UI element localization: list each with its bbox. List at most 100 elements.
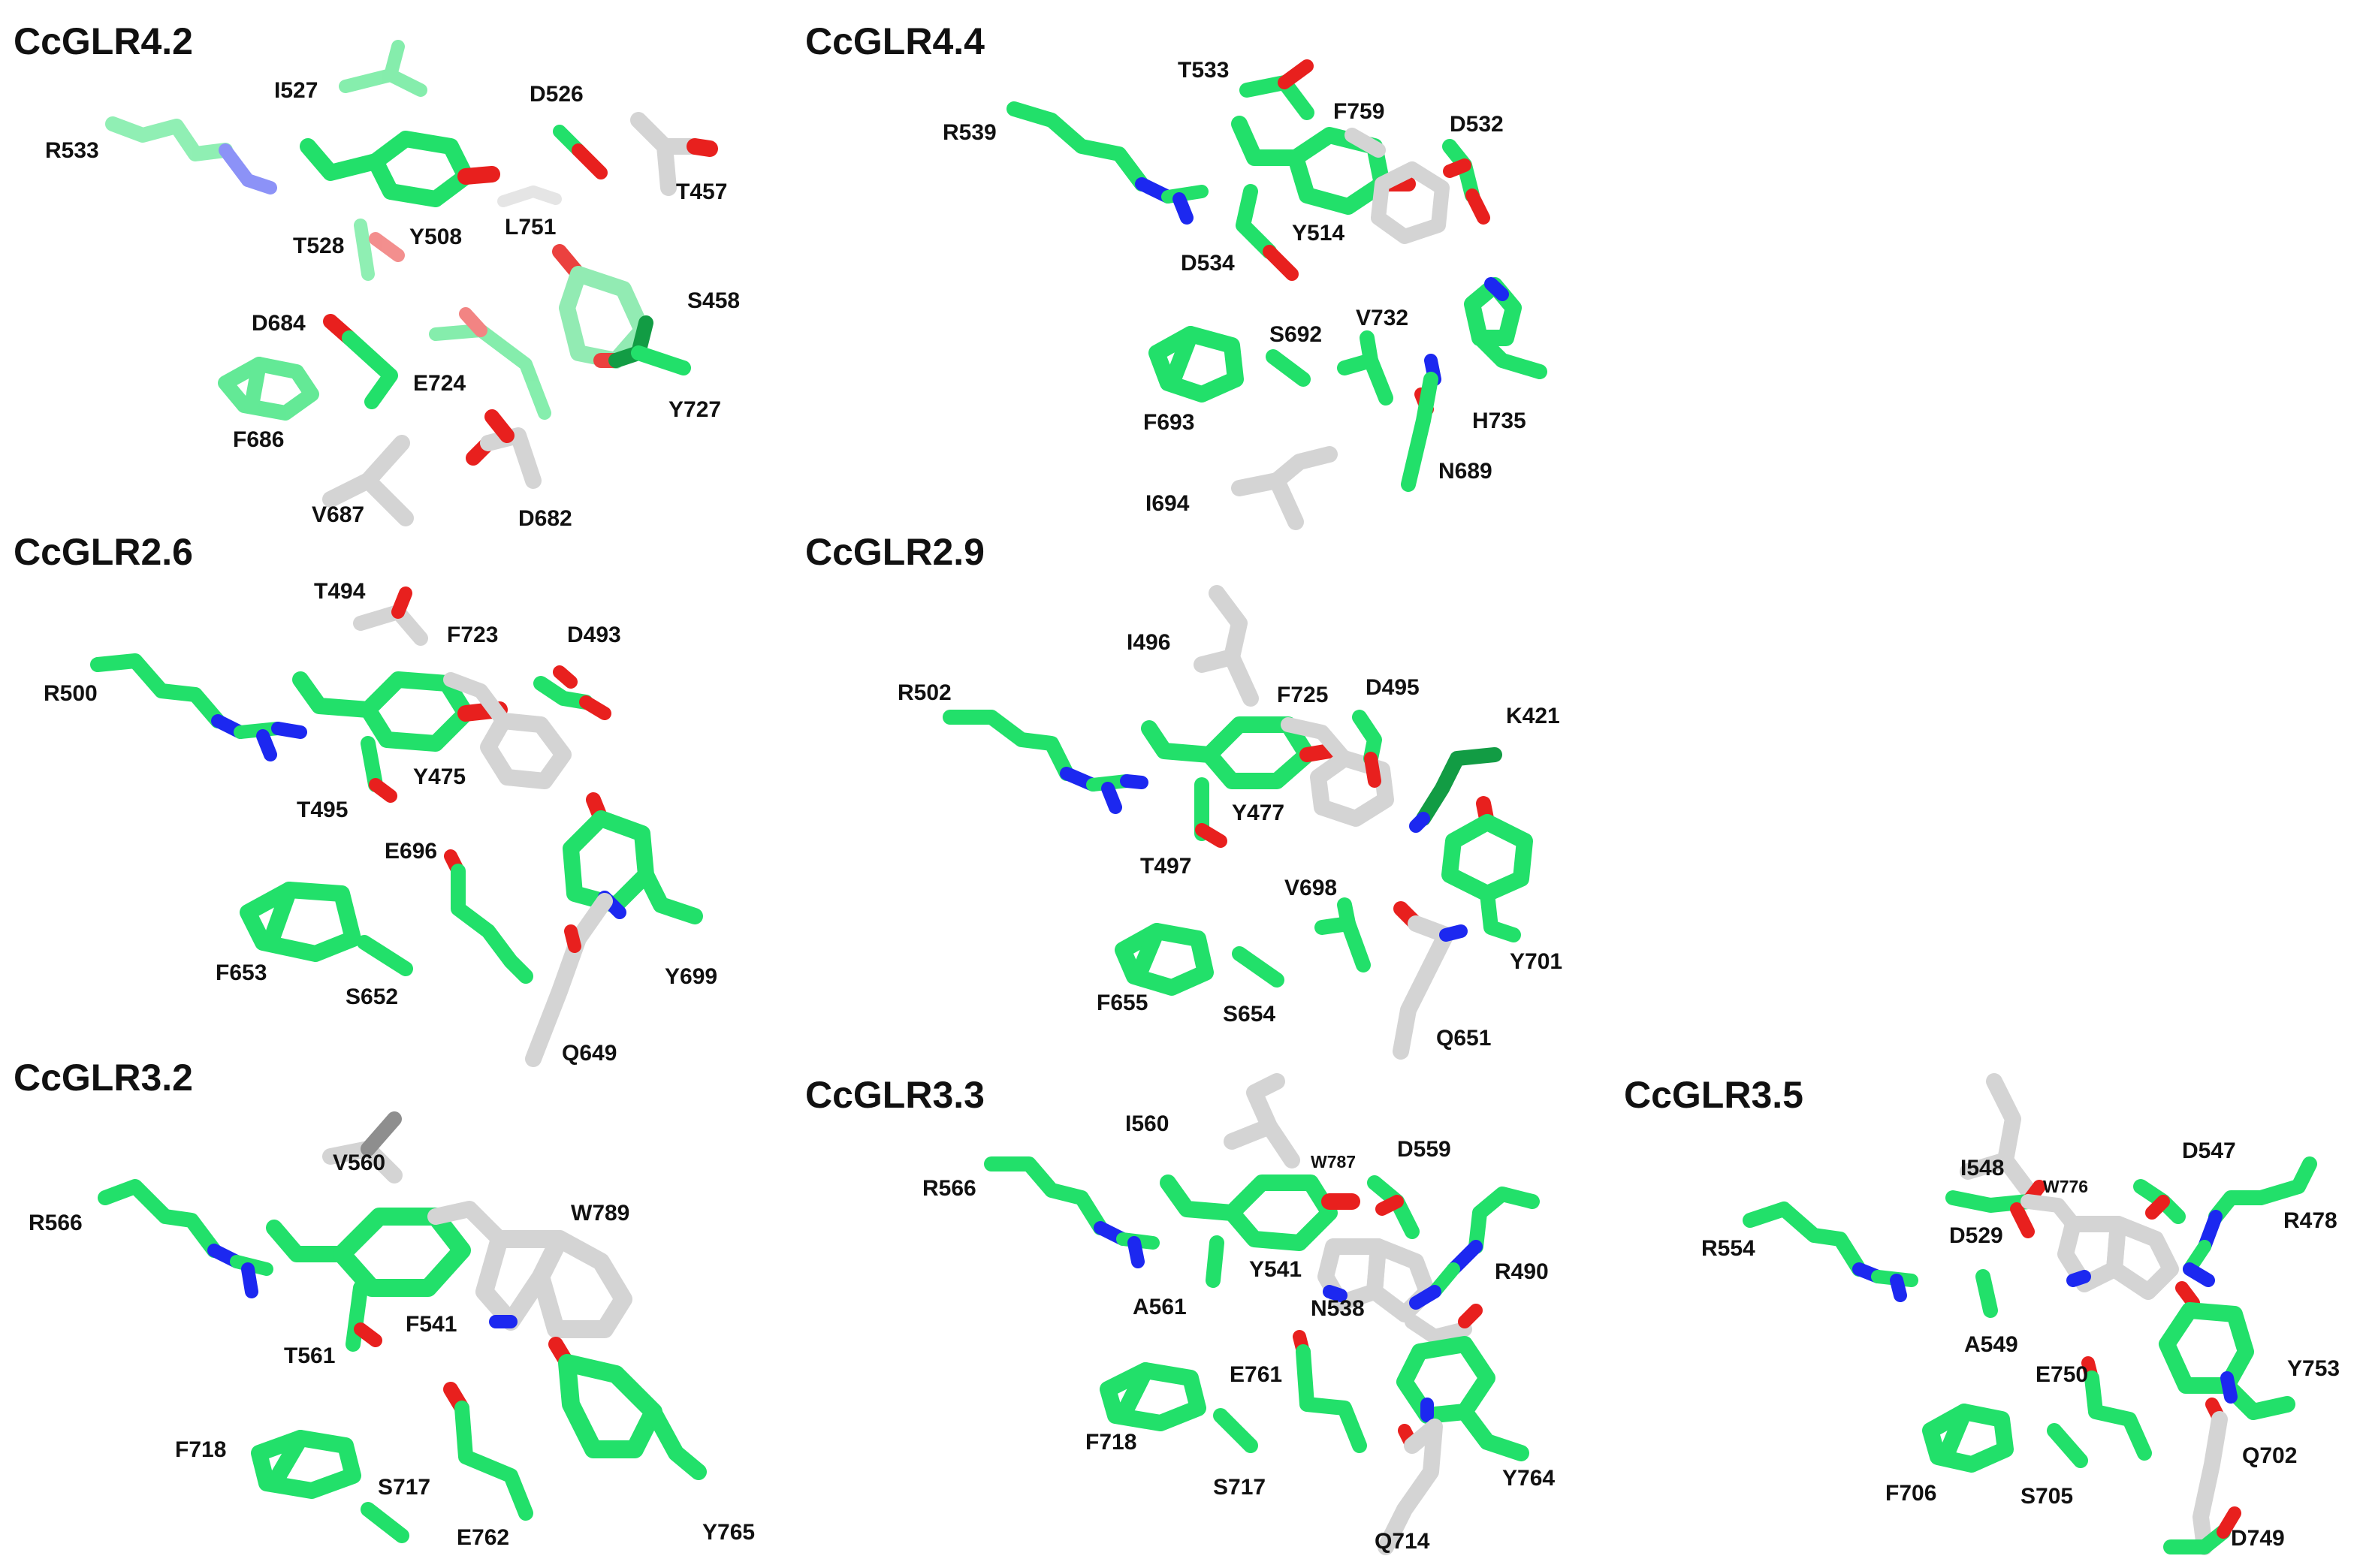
residue-t495-sticks	[361, 736, 397, 803]
residue-label: W776	[2043, 1177, 2088, 1196]
residue-label: Q649	[562, 1041, 617, 1066]
residue-label: D684	[252, 311, 306, 336]
residue-f653-sticks	[240, 882, 361, 962]
residue-label: D529	[1949, 1223, 2003, 1248]
residue-f541-sticks	[266, 1208, 471, 1297]
residue-n689-sticks	[1401, 354, 1441, 492]
residue-d749-sticks	[2163, 1506, 2241, 1554]
residue-r500-sticks	[90, 653, 307, 761]
residue-e761-sticks	[1293, 1330, 1367, 1453]
residue-label: F541	[406, 1312, 457, 1337]
residue-label: R533	[45, 138, 99, 163]
residue-label: N689	[1438, 459, 1492, 484]
residue-e750-sticks	[2081, 1356, 2152, 1461]
residue-d682-sticks	[466, 409, 542, 489]
residue-r554-sticks	[1743, 1202, 1918, 1302]
residue-r533-sticks	[105, 116, 277, 194]
residue-label: D547	[2182, 1138, 2236, 1163]
residue-label: S717	[1213, 1475, 1266, 1500]
residue-label: Y764	[1502, 1466, 1555, 1491]
residue-label: H735	[1472, 409, 1526, 433]
residue-l751-sticks	[497, 185, 562, 207]
residue-label: F686	[233, 427, 284, 452]
residue-s692-sticks	[1266, 349, 1311, 387]
residue-d559-sticks	[1367, 1175, 1420, 1239]
residue-label: F655	[1097, 991, 1148, 1015]
residue-y508-sticks	[300, 131, 500, 207]
residue-f759-sticks	[1344, 128, 1450, 244]
residue-label: S458	[687, 288, 740, 313]
residue-r490-sticks	[1409, 1187, 1540, 1310]
residue-e724-sticks	[429, 307, 551, 420]
residue-label: Y541	[1249, 1257, 1302, 1282]
residue-label: K421	[1506, 704, 1560, 728]
residue-label: E761	[1230, 1362, 1282, 1387]
residue-q702-sticks	[2193, 1398, 2228, 1555]
residue-r539-sticks	[1006, 101, 1209, 225]
residue-w789-sticks	[427, 1201, 632, 1338]
residue-label: R539	[943, 120, 997, 145]
residue-label: I496	[1127, 630, 1170, 655]
residue-label: Q651	[1436, 1026, 1491, 1051]
residue-label: Q714	[1375, 1529, 1430, 1554]
residue-y541-sticks	[1160, 1174, 1360, 1251]
panel-cclgr3-3: CcGLR3.3	[805, 1073, 1555, 1555]
residue-label: T495	[297, 798, 348, 822]
residue-e762-sticks	[443, 1382, 533, 1521]
residue-f686-sticks	[218, 357, 319, 421]
residue-q651-sticks	[1393, 901, 1468, 1060]
residue-label: D534	[1181, 251, 1235, 276]
residue-label: D532	[1450, 112, 1504, 137]
residue-label: E724	[413, 371, 466, 396]
residue-d493-sticks	[533, 665, 611, 720]
residue-d547-sticks	[2133, 1179, 2186, 1224]
residue-t497-sticks	[1194, 777, 1227, 848]
residue-q714-sticks	[1378, 1419, 1443, 1555]
residue-y701-sticks	[1441, 796, 1533, 942]
residue-label: R566	[922, 1176, 976, 1201]
residue-label: Y475	[413, 764, 466, 789]
panel-cclgr2-9: CcGLR2.9	[805, 531, 1562, 1060]
residue-y764-sticks	[1396, 1336, 1529, 1461]
residue-e696-sticks	[444, 849, 533, 984]
residue-label: Y727	[668, 397, 721, 422]
residue-label: E696	[385, 839, 437, 864]
residue-label: Q702	[2242, 1443, 2297, 1468]
residue-label: S692	[1269, 322, 1322, 347]
residue-label: F693	[1143, 410, 1194, 435]
panel-title: CcGLR2.6	[14, 531, 193, 573]
residue-label: S652	[346, 985, 398, 1009]
residue-k421-sticks	[1409, 747, 1502, 833]
residue-r502-sticks	[943, 710, 1148, 814]
residue-t457-sticks	[630, 112, 718, 196]
residue-q649-sticks	[525, 891, 626, 1067]
residue-label: Y514	[1292, 221, 1344, 246]
residue-label: V560	[333, 1150, 385, 1175]
residue-v732-sticks	[1337, 330, 1393, 406]
residue-label: R554	[1701, 1236, 1755, 1261]
residue-i694-sticks	[1231, 446, 1338, 530]
residue-label: V698	[1284, 876, 1337, 900]
residue-label: F718	[1085, 1430, 1136, 1455]
residue-y765-sticks	[548, 1337, 707, 1480]
residue-label: F759	[1333, 99, 1384, 124]
residue-s458-sticks	[552, 244, 650, 369]
residue-label: S717	[378, 1475, 430, 1500]
residue-label: F653	[216, 960, 267, 985]
residue-label: D559	[1397, 1137, 1451, 1162]
residue-label: T561	[284, 1343, 335, 1368]
residue-label: A561	[1133, 1295, 1187, 1319]
residue-label: Y699	[665, 964, 717, 989]
residue-label: Y477	[1232, 801, 1284, 825]
panel-title: CcGLR4.2	[14, 20, 193, 62]
residue-label: F718	[175, 1437, 226, 1462]
residue-label: Y508	[409, 225, 462, 249]
residue-i496-sticks	[1194, 585, 1259, 707]
residue-label: T528	[293, 234, 344, 258]
residue-label: I694	[1145, 491, 1190, 516]
residue-label: W787	[1311, 1152, 1356, 1171]
panel-title: CcGLR2.9	[805, 531, 985, 573]
residue-y727-sticks	[608, 315, 691, 375]
residue-s652-sticks	[357, 935, 413, 976]
